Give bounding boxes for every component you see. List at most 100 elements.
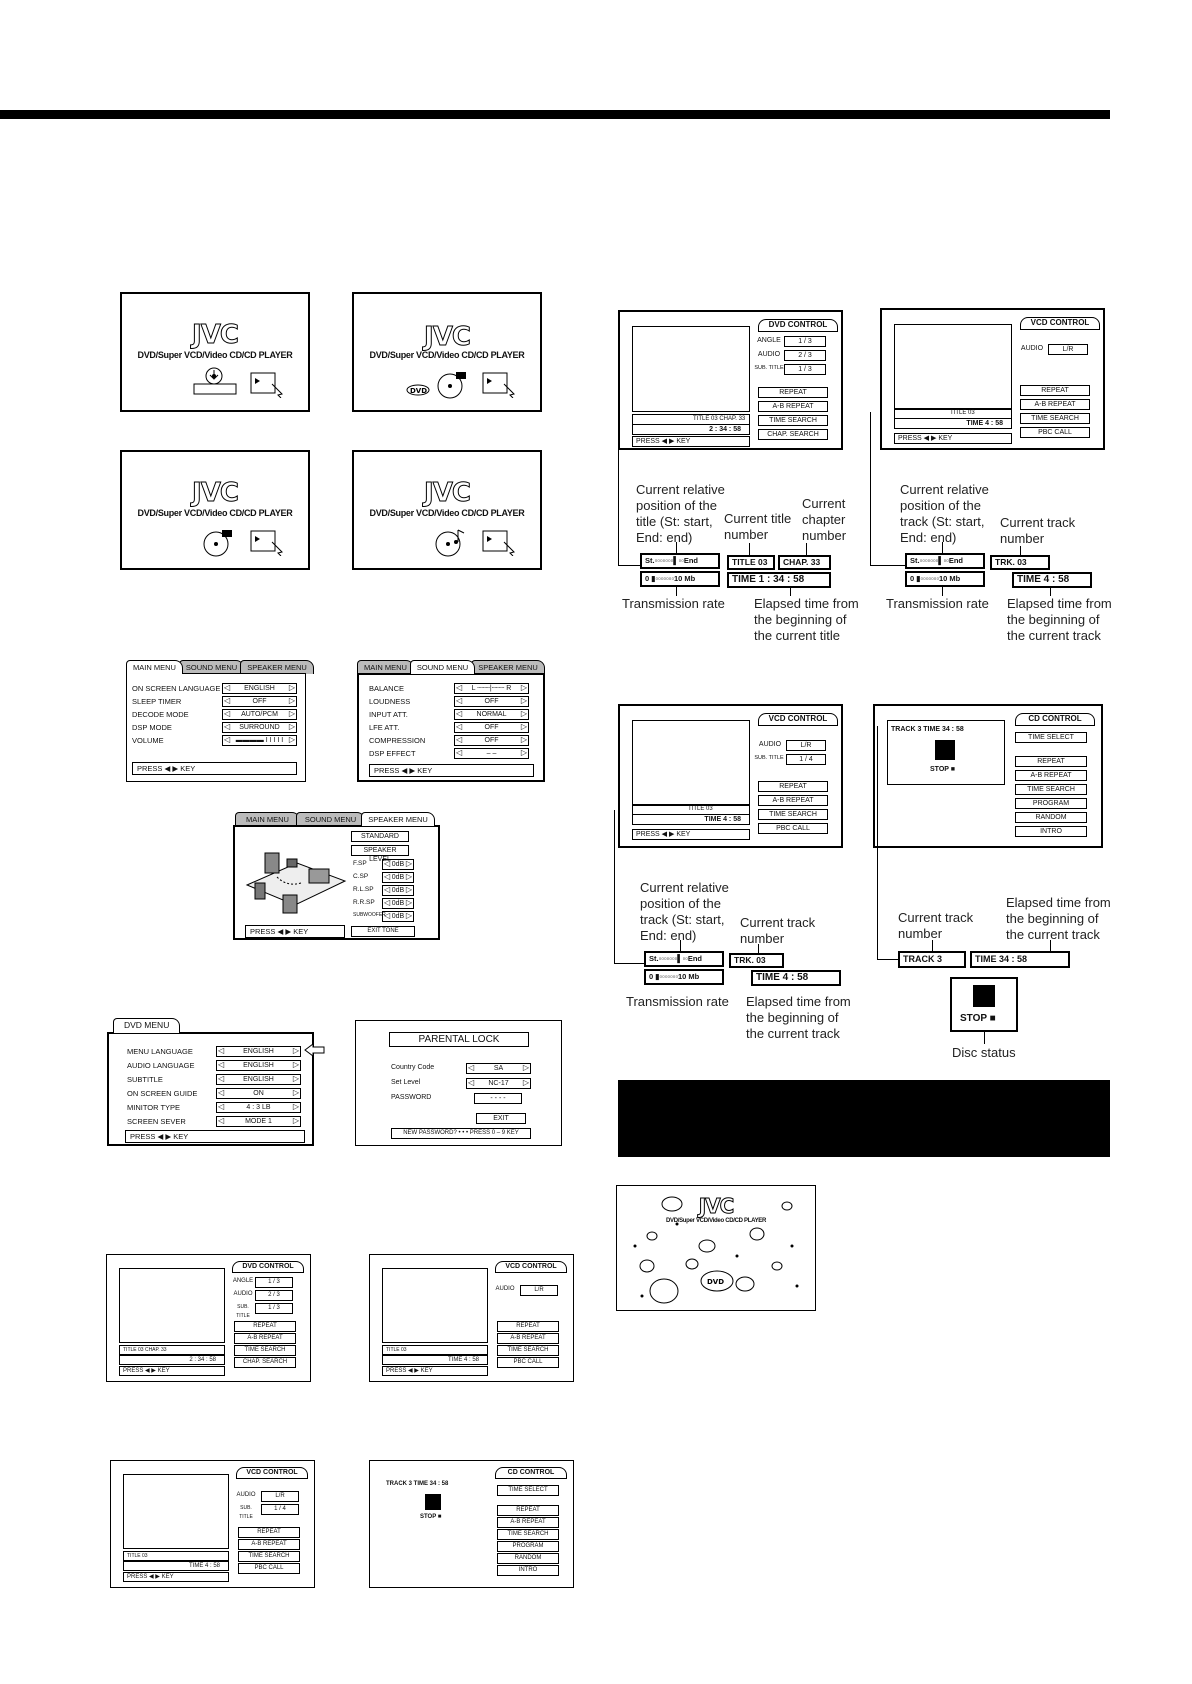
menu-row-value[interactable]: ENGLISH bbox=[216, 1046, 301, 1057]
disc-tray-icon bbox=[193, 367, 237, 395]
speaker-row-value[interactable]: 0dB bbox=[382, 898, 414, 909]
speaker-row-value[interactable]: 0dB bbox=[382, 911, 414, 922]
password-field[interactable]: - - - - bbox=[474, 1093, 522, 1104]
ab-repeat-button[interactable]: A-B REPEAT bbox=[497, 1333, 559, 1344]
ab-repeat-button[interactable]: A-B REPEAT bbox=[758, 795, 828, 806]
time-search-button[interactable]: TIME SEARCH bbox=[234, 1345, 296, 1356]
ab-repeat-button[interactable]: A-B REPEAT bbox=[1015, 770, 1087, 781]
menu-row-label: MINITOR TYPE bbox=[127, 1103, 181, 1112]
speaker-level-button[interactable]: SPEAKER LEVEL bbox=[351, 845, 409, 863]
time-search-button[interactable]: TIME SEARCH bbox=[497, 1345, 559, 1356]
standard-button[interactable]: STANDARD bbox=[351, 831, 409, 842]
menu-row-value[interactable]: 4 : 3 LB bbox=[216, 1102, 301, 1113]
program-button[interactable]: PROGRAM bbox=[497, 1541, 559, 1552]
time-search-button[interactable]: TIME SEARCH bbox=[238, 1551, 300, 1562]
menu-row-label: LFE ATT. bbox=[369, 723, 400, 732]
audio-button[interactable]: L/R bbox=[1048, 344, 1088, 355]
menu-row-value[interactable]: – – bbox=[454, 748, 529, 759]
menu-row-value[interactable]: ENGLISH bbox=[216, 1060, 301, 1071]
ab-repeat-button[interactable]: A-B REPEAT bbox=[234, 1333, 296, 1344]
audio-button[interactable]: 2 / 3 bbox=[784, 350, 826, 361]
callout-transmission-rate: Transmission rate bbox=[622, 596, 725, 611]
tab-speaker-menu[interactable]: SPEAKER MENU bbox=[361, 812, 435, 826]
chap-search-button[interactable]: CHAP. SEARCH bbox=[234, 1357, 296, 1368]
volume-bar[interactable]: ▬▬▬▬ I I I I I bbox=[222, 735, 297, 746]
callout-relative-position: Current relative position of the title (… bbox=[636, 482, 725, 545]
chap-search-button[interactable]: CHAP. SEARCH bbox=[758, 429, 828, 440]
audio-button[interactable]: L/R bbox=[261, 1491, 299, 1502]
time-search-button[interactable]: TIME SEARCH bbox=[1015, 784, 1087, 795]
menu-row-value[interactable]: SURROUND bbox=[222, 722, 297, 733]
audio-button[interactable]: L/R bbox=[786, 740, 826, 751]
pbc-call-button[interactable]: PBC CALL bbox=[1020, 427, 1090, 438]
time-search-button[interactable]: TIME SEARCH bbox=[1020, 413, 1090, 424]
audio-button[interactable]: L/R bbox=[520, 1285, 558, 1296]
menu-row-value[interactable]: OFF bbox=[454, 735, 529, 746]
program-button[interactable]: PROGRAM bbox=[1015, 798, 1087, 809]
callout-elapsed-time: Elapsed time from the beginning of the c… bbox=[1006, 895, 1111, 942]
angle-button[interactable]: 1 / 3 bbox=[255, 1277, 293, 1288]
subtitle-button[interactable]: 1 / 3 bbox=[784, 364, 826, 375]
pbc-call-button[interactable]: PBC CALL bbox=[758, 823, 828, 834]
ab-repeat-button[interactable]: A-B REPEAT bbox=[1020, 399, 1090, 410]
repeat-button[interactable]: REPEAT bbox=[497, 1321, 559, 1332]
tab-main-menu[interactable]: MAIN MENU bbox=[357, 660, 414, 674]
time-search-button[interactable]: TIME SEARCH bbox=[758, 415, 828, 426]
pbc-call-button[interactable]: PBC CALL bbox=[238, 1563, 300, 1574]
tab-speaker-menu[interactable]: SPEAKER MENU bbox=[471, 660, 545, 674]
repeat-button[interactable]: REPEAT bbox=[1020, 385, 1090, 396]
time-search-button[interactable]: TIME SEARCH bbox=[497, 1529, 559, 1540]
repeat-button[interactable]: REPEAT bbox=[497, 1505, 559, 1516]
random-button[interactable]: RANDOM bbox=[497, 1553, 559, 1564]
exit-tone-button[interactable]: EXIT TONE bbox=[351, 926, 415, 937]
repeat-button[interactable]: REPEAT bbox=[1015, 756, 1087, 767]
time-select-button[interactable]: TIME SELECT bbox=[497, 1485, 559, 1496]
tab-speaker-menu[interactable]: SPEAKER MENU bbox=[240, 660, 314, 674]
repeat-button[interactable]: REPEAT bbox=[758, 387, 828, 398]
tab-sound-menu[interactable]: SOUND MENU bbox=[409, 660, 476, 674]
elapsed-time: TIME 4 : 58 bbox=[382, 1355, 488, 1365]
pbc-call-button[interactable]: PBC CALL bbox=[497, 1357, 559, 1368]
speaker-row-value[interactable]: 0dB bbox=[382, 859, 414, 870]
menu-row-value[interactable]: OFF bbox=[454, 722, 529, 733]
tab-sound-menu[interactable]: SOUND MENU bbox=[295, 812, 366, 826]
set-level-field[interactable]: NC-17 bbox=[466, 1078, 531, 1089]
menu-row-value[interactable]: ON bbox=[216, 1088, 301, 1099]
menu-row-value[interactable]: MODE 1 bbox=[216, 1116, 301, 1127]
tab-main-menu[interactable]: MAIN MENU bbox=[126, 660, 183, 674]
country-code-field[interactable]: SA bbox=[466, 1063, 531, 1074]
repeat-button[interactable]: REPEAT bbox=[238, 1527, 300, 1538]
menu-row-value[interactable]: AUTO/PCM bbox=[222, 709, 297, 720]
subtitle-button[interactable]: 1 / 4 bbox=[261, 1504, 299, 1515]
menu-row-value[interactable]: OFF bbox=[222, 696, 297, 707]
time-select-button[interactable]: TIME SELECT bbox=[1015, 732, 1087, 743]
speaker-row-value[interactable]: 0dB bbox=[382, 885, 414, 896]
ab-repeat-button[interactable]: A-B REPEAT bbox=[497, 1517, 559, 1528]
subtitle-button[interactable]: 1 / 4 bbox=[786, 754, 826, 765]
repeat-button[interactable]: REPEAT bbox=[758, 781, 828, 792]
menu-row-value[interactable]: ENGLISH bbox=[222, 683, 297, 694]
intro-button[interactable]: INTRO bbox=[1015, 826, 1087, 837]
repeat-button[interactable]: REPEAT bbox=[234, 1321, 296, 1332]
exit-button[interactable]: EXIT bbox=[476, 1113, 526, 1124]
angle-button[interactable]: 1 / 3 bbox=[784, 336, 826, 347]
intro-button[interactable]: INTRO bbox=[497, 1565, 559, 1576]
tab-sound-menu[interactable]: SOUND MENU bbox=[178, 660, 245, 674]
menu-row-value[interactable]: OFF bbox=[454, 696, 529, 707]
balance-slider[interactable]: L ┄┄┄|┄┄┄ R bbox=[454, 683, 529, 694]
ab-repeat-button[interactable]: A-B REPEAT bbox=[758, 401, 828, 412]
random-button[interactable]: RANDOM bbox=[1015, 812, 1087, 823]
speaker-layout-illustration bbox=[245, 852, 347, 914]
ab-repeat-button[interactable]: A-B REPEAT bbox=[238, 1539, 300, 1550]
tab-main-menu[interactable]: MAIN MENU bbox=[235, 812, 300, 826]
menu-row-label: DECODE MODE bbox=[132, 710, 189, 719]
time-search-button[interactable]: TIME SEARCH bbox=[758, 809, 828, 820]
jvc-logo: JVC bbox=[424, 478, 472, 509]
tab-dvd-menu[interactable]: DVD MENU bbox=[113, 1018, 181, 1033]
subtitle-button[interactable]: 1 / 3 bbox=[255, 1303, 293, 1314]
time-box: TIME 4 : 58 bbox=[751, 970, 841, 986]
menu-row-value[interactable]: ENGLISH bbox=[216, 1074, 301, 1085]
audio-button[interactable]: 2 / 3 bbox=[255, 1290, 293, 1301]
speaker-row-value[interactable]: 0dB bbox=[382, 872, 414, 883]
menu-row-value[interactable]: NORMAL bbox=[454, 709, 529, 720]
